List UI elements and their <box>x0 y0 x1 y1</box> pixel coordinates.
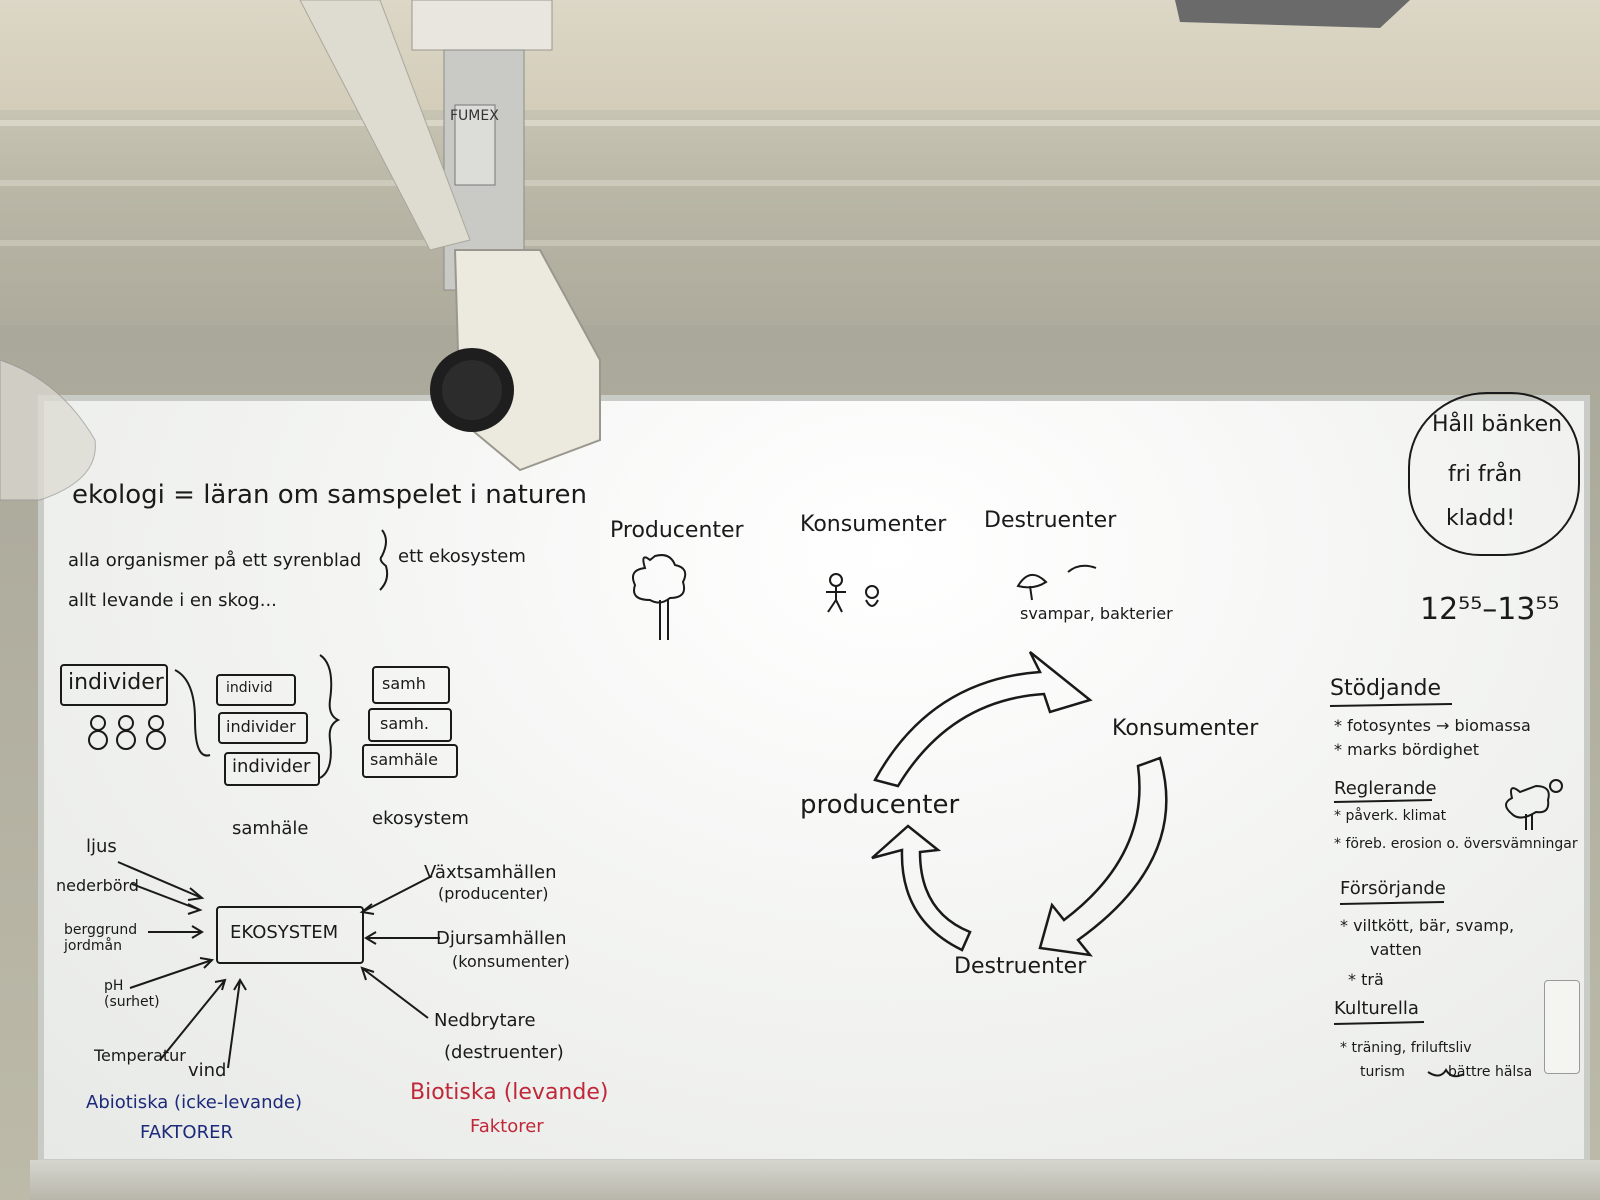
biotic-ned-sub: (destruenter) <box>444 1042 564 1063</box>
abiotic-berggrund: berggrund jordmån <box>64 922 138 954</box>
abiotic-ph: pH (surhet) <box>104 978 160 1010</box>
abiotic-caption-2: FAKTORER <box>140 1122 233 1143</box>
service-reglerande: Reglerande <box>1334 778 1437 799</box>
abiotic-temperatur: Temperatur <box>94 1046 186 1065</box>
individ-label-1: individ <box>226 680 273 696</box>
destruenter-note: svampar, bakterier <box>1020 604 1173 623</box>
bubble-line-3: kladd! <box>1446 506 1516 531</box>
ekosystem-caption: ekosystem <box>372 808 469 829</box>
role-destruenter: Destruenter <box>984 508 1117 533</box>
bubble-line-2: fri från <box>1448 462 1523 487</box>
cycle-konsumenter: Konsumenter <box>1112 716 1259 741</box>
stodjande-item-2: * marks bördighet <box>1334 740 1479 759</box>
samh-label-1: samh <box>382 674 426 693</box>
samh-box-2 <box>368 708 452 742</box>
example-1: alla organismer på ett syrenblad <box>68 550 362 571</box>
individer-box <box>60 664 168 706</box>
cycle-destruenter: Destruenter <box>954 954 1087 979</box>
service-stodjande: Stödjande <box>1330 676 1442 701</box>
samhalle-caption: samhäle <box>232 818 309 839</box>
role-producenter: Producenter <box>610 518 744 543</box>
individ-label-2: individer <box>226 717 296 736</box>
individ-box-3 <box>224 752 320 786</box>
stodjande-item-1: * fotosyntes → biomassa <box>1334 716 1531 735</box>
biotic-djur: Djursamhällen <box>436 928 567 949</box>
individ-box-1 <box>216 674 296 706</box>
cycle-producenter: producenter <box>800 790 960 820</box>
whiteboard-eraser[interactable] <box>1544 980 1580 1074</box>
abiotic-caption: Abiotiska (icke-levande) <box>86 1092 303 1113</box>
abiotic-vind: vind <box>188 1060 227 1081</box>
forsorjande-item-3: * trä <box>1348 970 1384 989</box>
biotic-djur-sub: (konsumenter) <box>452 952 570 971</box>
example-2: allt levande i en skog... <box>68 590 277 611</box>
kulturella-item-1: * träning, friluftsliv <box>1340 1040 1472 1056</box>
biotic-caption: Biotiska (levande) <box>410 1080 609 1105</box>
forsorjande-item-2: vatten <box>1370 940 1422 959</box>
biotic-caption-2: Faktorer <box>470 1116 544 1137</box>
abiotic-ljus: ljus <box>86 836 117 857</box>
biotic-ned: Nedbrytare <box>434 1010 536 1031</box>
biotic-vaxt: Växtsamhällen <box>424 862 557 883</box>
samh-box-1 <box>372 666 450 704</box>
bubble-line-1: Håll bänken <box>1432 412 1563 437</box>
samh-label-3: samhäle <box>370 750 438 769</box>
forsorjande-item-1: * viltkött, bär, svamp, <box>1340 916 1515 935</box>
ecosystem-brace-label: ett ekosystem <box>398 546 526 567</box>
kulturella-item-2: turism <box>1360 1064 1405 1080</box>
ekosystem-box-label: EKOSYSTEM <box>230 922 339 943</box>
biotic-vaxt-sub: (producenter) <box>438 884 549 903</box>
equipment-brand: FUMEX <box>450 108 499 124</box>
whiteboard-tray <box>30 1160 1600 1200</box>
role-konsumenter: Konsumenter <box>800 512 947 537</box>
time-slot: 12⁵⁵–13⁵⁵ <box>1420 592 1560 627</box>
samh-label-2: samh. <box>380 714 429 733</box>
service-kulturella: Kulturella <box>1334 998 1419 1019</box>
individ-box-2 <box>218 712 308 744</box>
abiotic-nederbord: nederbörd <box>56 876 139 895</box>
board-title: ekologi = läran om samspelet i naturen <box>72 480 587 510</box>
speech-bubble <box>1408 392 1580 556</box>
ceiling-beam <box>0 110 1600 325</box>
ekosystem-box <box>216 906 364 964</box>
samh-box-3 <box>362 744 458 778</box>
individer-label: individer <box>68 670 164 695</box>
reglerande-item-2: * föreb. erosion o. översvämningar <box>1334 836 1578 852</box>
reglerande-item-1: * påverk. klimat <box>1334 808 1447 824</box>
service-forsorjande: Försörjande <box>1340 878 1446 899</box>
kulturella-item-3: bättre hälsa <box>1448 1064 1533 1080</box>
individ-label-3: individer <box>232 756 311 777</box>
